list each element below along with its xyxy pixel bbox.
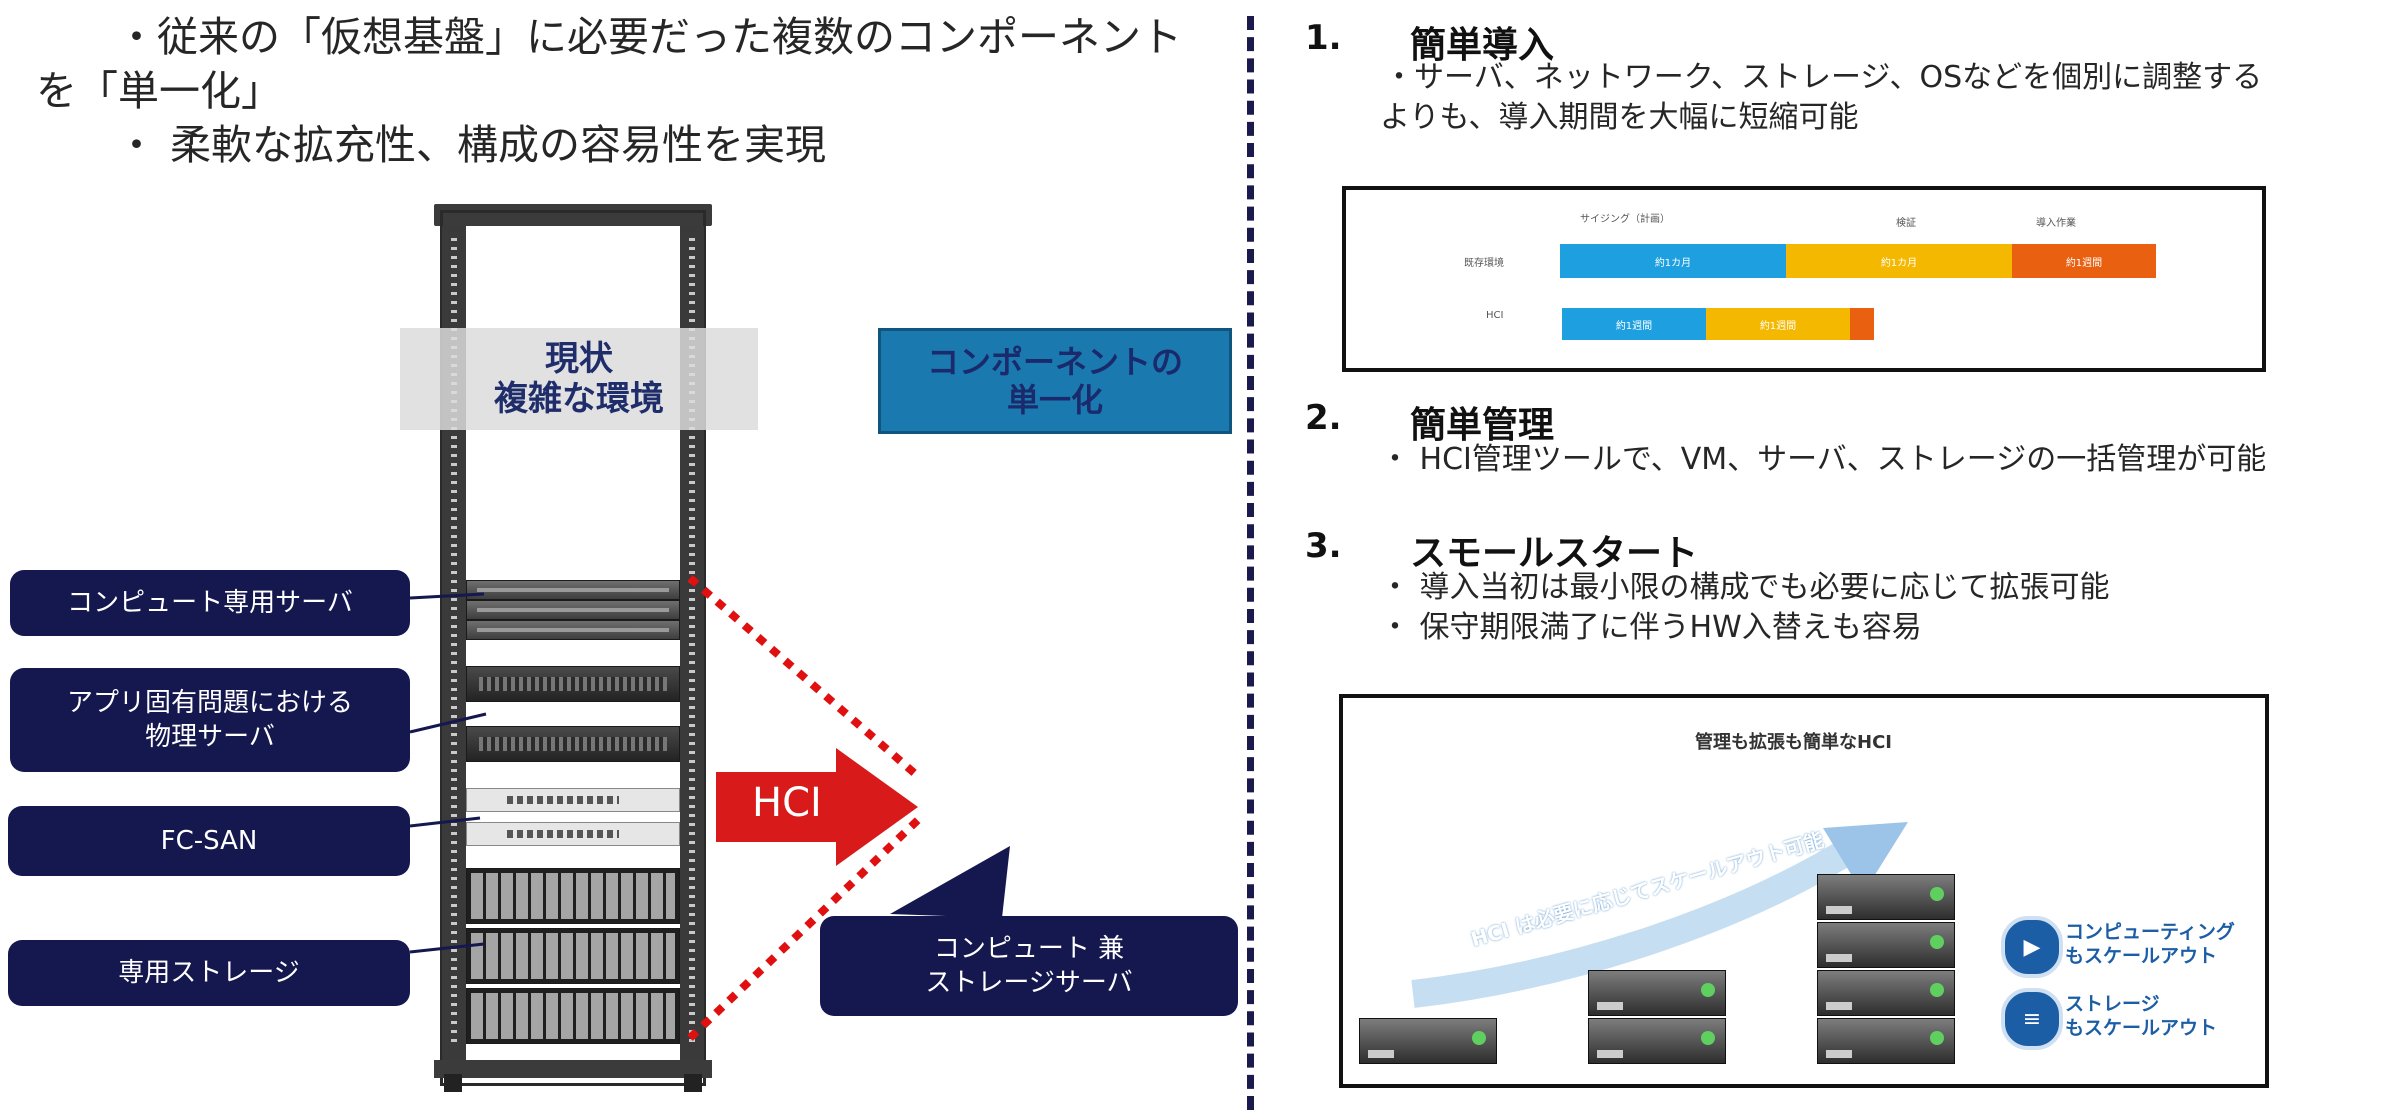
storage-label-1: ストレージ (2065, 993, 2160, 1015)
current-box-line1: 現状 (545, 339, 613, 379)
feature-2-number: 2. (1305, 398, 1342, 438)
hci-arrow-label: HCI (752, 780, 822, 826)
feature-3-number: 3. (1305, 526, 1342, 566)
computing-icon: ▶ (2001, 916, 2063, 978)
server-stack-2a (1588, 970, 1726, 1016)
intro-text: ・従来の「仮想基盤」に必要だった複数のコンポーネント を「単一化」 ・ 柔軟な拡… (36, 10, 1196, 172)
component-box-line1: コンポーネントの (926, 343, 1183, 381)
current-box-line2: 複雑な環境 (494, 379, 664, 419)
gantt-bar-hci-verification: 約1週間 (1706, 308, 1850, 340)
intro-line-1b: を「単一化」 (36, 67, 282, 115)
callout-hci-server: コンピュート 兼 ストレージサーバ (820, 916, 1238, 1016)
computing-label-2: もスケールアウト (2065, 945, 2218, 967)
computing-label-1: コンピューティング (2065, 921, 2235, 943)
feature-1-number: 1. (1305, 18, 1342, 58)
deployment-timeline-panel: サイジング（計画） 検証 導入作業 既存環境 約1カ月 約1カ月 約1週間 HC… (1342, 186, 2266, 372)
callout-storage: 専用ストレージ (8, 940, 410, 1006)
gantt-row-existing-label: 既存環境 (1464, 258, 1504, 269)
feature-1-description: ・サーバ、ネットワーク、ストレージ、OSなどを個別に調整する よりも、導入期間を… (1380, 60, 2263, 135)
connector-lines (409, 574, 1010, 1041)
gantt-header-verification: 検証 (1896, 218, 1916, 229)
gantt-bar-existing-sizing: 約1カ月 (1560, 244, 1786, 278)
gantt-header-install: 導入作業 (2036, 218, 2076, 229)
scale-out-arrow (1411, 822, 1908, 1008)
component-box-line2: 単一化 (1006, 381, 1103, 419)
server-stack-2b (1588, 1018, 1726, 1064)
gantt-header-sizing: サイジング（計画） (1580, 214, 1670, 225)
server-stack-1 (1359, 1018, 1497, 1064)
gantt-bar-existing-verification: 約1カ月 (1786, 244, 2012, 278)
feature-3-description: ・ 導入当初は最小限の構成でも必要に応じて拡張可能 ・ 保守期限満了に伴うHW入… (1380, 570, 2110, 645)
feature-1-title: 簡単導入 (1410, 25, 1555, 66)
storage-icon: ≡ (2001, 988, 2063, 1050)
gantt-bar-existing-install: 約1週間 (2012, 244, 2156, 278)
feature-2-description: ・ HCI管理ツールで、VM、サーバ、ストレージの一括管理が可能 (1380, 442, 2267, 477)
gantt-bar-hci-install (1850, 308, 1874, 340)
callout-app-server: アプリ固有問題における 物理サーバ (10, 668, 410, 772)
scale-out-panel: 管理も拡張も簡単なHCI HCI は必要に応じてスケールアウト可能 ▶ コンピュ… (1339, 694, 2269, 1088)
hci-arrow (716, 748, 918, 866)
callout-compute-server: コンピュート専用サーバ (10, 570, 410, 636)
section-divider (1247, 16, 1254, 1110)
server-stack-3b (1817, 922, 1955, 968)
current-environment-box: 現状 複雑な環境 (400, 328, 758, 430)
server-stack-3d (1817, 1018, 1955, 1064)
gantt-bar-hci-sizing: 約1週間 (1562, 308, 1706, 340)
storage-label-2: もスケールアウト (2065, 1017, 2218, 1039)
component-unification-box: コンポーネントの 単一化 (878, 328, 1232, 434)
callout-fc-san: FC-SAN (8, 806, 410, 876)
feature-2-title: 簡単管理 (1410, 405, 1555, 446)
scale-panel-title: 管理も拡張も簡単なHCI (1695, 732, 1892, 753)
intro-line-1: ・従来の「仮想基盤」に必要だった複数のコンポーネント (116, 13, 1182, 61)
gantt-row-hci-label: HCI (1486, 310, 1504, 321)
server-stack-3c (1817, 970, 1955, 1016)
intro-line-2: ・ 柔軟な拡充性、構成の容易性を実現 (116, 121, 827, 169)
server-stack-3a (1817, 874, 1955, 920)
feature-3-title: スモールスタート (1410, 533, 1699, 574)
